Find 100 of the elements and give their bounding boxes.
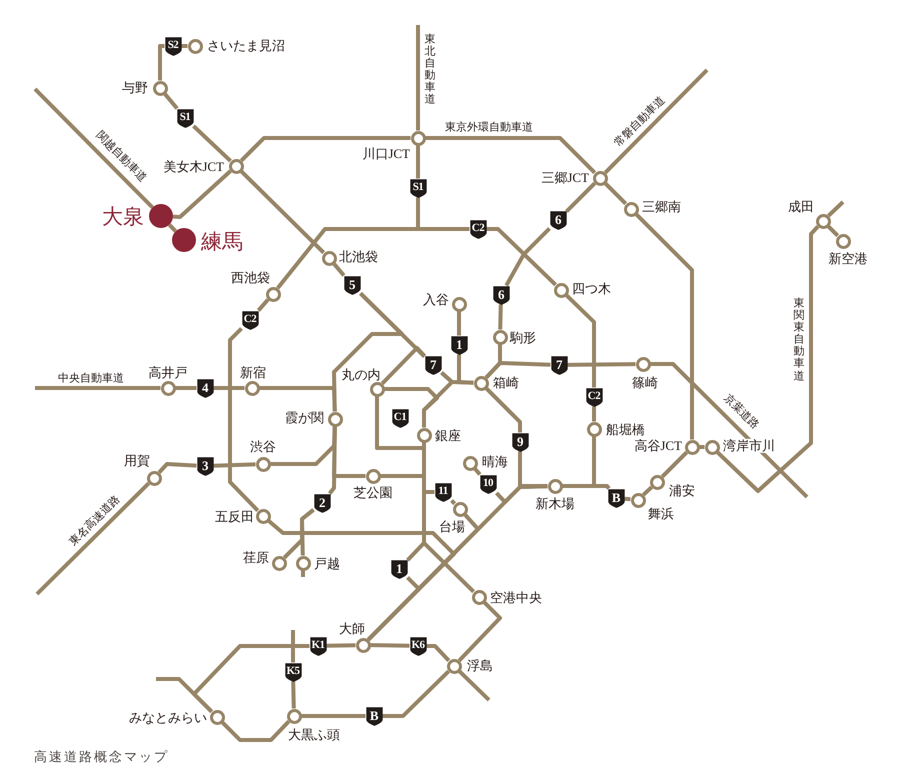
interchange-marker-icon: [492, 330, 508, 344]
route-number-shield: 1: [450, 336, 468, 354]
expressway-line: [700, 445, 704, 449]
expressway-line: [301, 570, 305, 577]
road-name-label: 東北自動車道: [424, 34, 436, 106]
interchange-name-label: 晴海: [482, 454, 508, 470]
expressway-line: [457, 354, 474, 385]
route-number-shield: 7: [424, 356, 442, 374]
expressway-line: [458, 600, 502, 662]
interchange-name-label: 霞が関: [285, 410, 324, 426]
route-number-shield: 3: [196, 456, 214, 476]
expressway-line: [256, 298, 270, 312]
expressway-line: [504, 227, 551, 286]
interchange-name-label: 成田: [788, 200, 814, 214]
interchange-marker-icon: [210, 710, 224, 724]
interchange-name-label: 芝公園: [354, 486, 392, 500]
interchange-name-label: 駒形: [510, 330, 536, 346]
expressway-line: [326, 643, 356, 648]
interchange-name-label: 丸の内: [342, 368, 380, 382]
map-caption: 高速道路概念マップ: [34, 748, 169, 766]
expressway-line: [422, 371, 454, 428]
expressway-line: [380, 346, 426, 385]
interchange-marker-icon: [462, 456, 478, 470]
interchange-marker-icon: [266, 286, 280, 302]
expressway-line: [382, 670, 450, 718]
interchange-name-label: 用賀: [124, 454, 150, 468]
interchange-marker-icon: [704, 440, 720, 454]
interchange-marker-icon: [188, 38, 202, 54]
expressway-line: [426, 644, 450, 662]
route-number-shield: C1: [392, 408, 408, 428]
expressway-line: [158, 462, 197, 474]
expressway-line: [486, 227, 557, 286]
interchange-name-label: 浮島: [467, 658, 493, 674]
expressway-line: [518, 452, 548, 488]
interchange-name-label: 空港中央: [490, 590, 542, 606]
route-number-shield: K1: [310, 636, 326, 656]
expressway-line: [36, 482, 150, 596]
interchange-marker-icon: [366, 468, 380, 484]
interchange-marker-icon: [272, 556, 286, 570]
route-number-shield: K5: [284, 662, 302, 682]
expressway-line: [213, 462, 256, 468]
expressway-line: [282, 508, 315, 560]
interchange-name-label: 銀座: [435, 428, 461, 444]
expressway-line: [416, 25, 420, 130]
expressway-line: [604, 68, 708, 174]
interchange-marker-icon: [146, 470, 162, 486]
interchange-marker-icon: [816, 214, 830, 228]
expressway-line: [332, 262, 346, 277]
expressway-line: [604, 182, 628, 206]
interchange-name-label: 篠崎: [632, 376, 658, 390]
expressway-line: [291, 681, 296, 709]
expressway-line: [827, 200, 844, 218]
interchange-name-label: 大黒ふ頭: [288, 728, 340, 742]
expressway-line: [176, 386, 196, 390]
interchange-marker-icon: [548, 478, 562, 494]
expressway-line: [163, 92, 179, 110]
expressway-line: [422, 542, 475, 594]
expressway-line: [660, 450, 688, 478]
interchange-marker-icon: [328, 412, 342, 426]
expressway-line: [370, 643, 410, 648]
expressway-line: [406, 542, 426, 562]
route-number-shield: B: [608, 488, 624, 508]
interchange-marker-icon: [836, 234, 850, 248]
expressway-line: [826, 224, 840, 238]
route-number-shield: 1: [390, 560, 408, 578]
interchange-marker-icon: [452, 502, 468, 516]
road-name-label: 中央自動車道: [58, 372, 124, 386]
expressway-line: [484, 361, 551, 379]
interchange-marker-icon: [416, 428, 432, 442]
expressway-line: [302, 714, 366, 718]
road-name-label: 京葉道路: [720, 392, 762, 432]
expressway-line: [426, 136, 596, 174]
expressway-line: [457, 312, 461, 336]
interchange-marker-icon: [636, 356, 650, 372]
road-name-label: 常磐自動車道: [612, 94, 668, 150]
interchange-name-label: 浦安: [669, 484, 695, 498]
featured-interchange-name: 大泉: [102, 205, 144, 229]
interchange-name-label: 高谷JCT: [634, 438, 682, 454]
interchange-marker-icon: [256, 508, 270, 524]
interchange-marker-icon: [554, 282, 568, 298]
interchange-marker-icon: [160, 380, 176, 396]
expressway-line: [240, 170, 326, 254]
interchange-marker-icon: [472, 590, 486, 604]
interchange-name-label: さいたま見沼: [207, 38, 285, 54]
expressway-line: [458, 670, 490, 702]
road-name-label: 東関東自動車道: [794, 298, 804, 382]
expressway-line: [35, 386, 160, 390]
expressway-line: [332, 292, 404, 412]
interchange-name-label: 入谷: [423, 292, 449, 308]
interchange-name-label: 西池袋: [231, 270, 270, 286]
expressway-line: [567, 362, 636, 367]
expressway-line: [168, 223, 178, 233]
route-number-shield: 10: [480, 474, 496, 494]
route-number-shield: 2: [314, 494, 330, 512]
expressway-line: [240, 136, 410, 162]
expressway-line: [158, 44, 164, 80]
expressway-line: [34, 88, 154, 209]
expressway-line: [565, 182, 596, 213]
route-number-shield: 7: [550, 356, 568, 374]
interchange-name-label: 高井戸: [148, 366, 188, 380]
